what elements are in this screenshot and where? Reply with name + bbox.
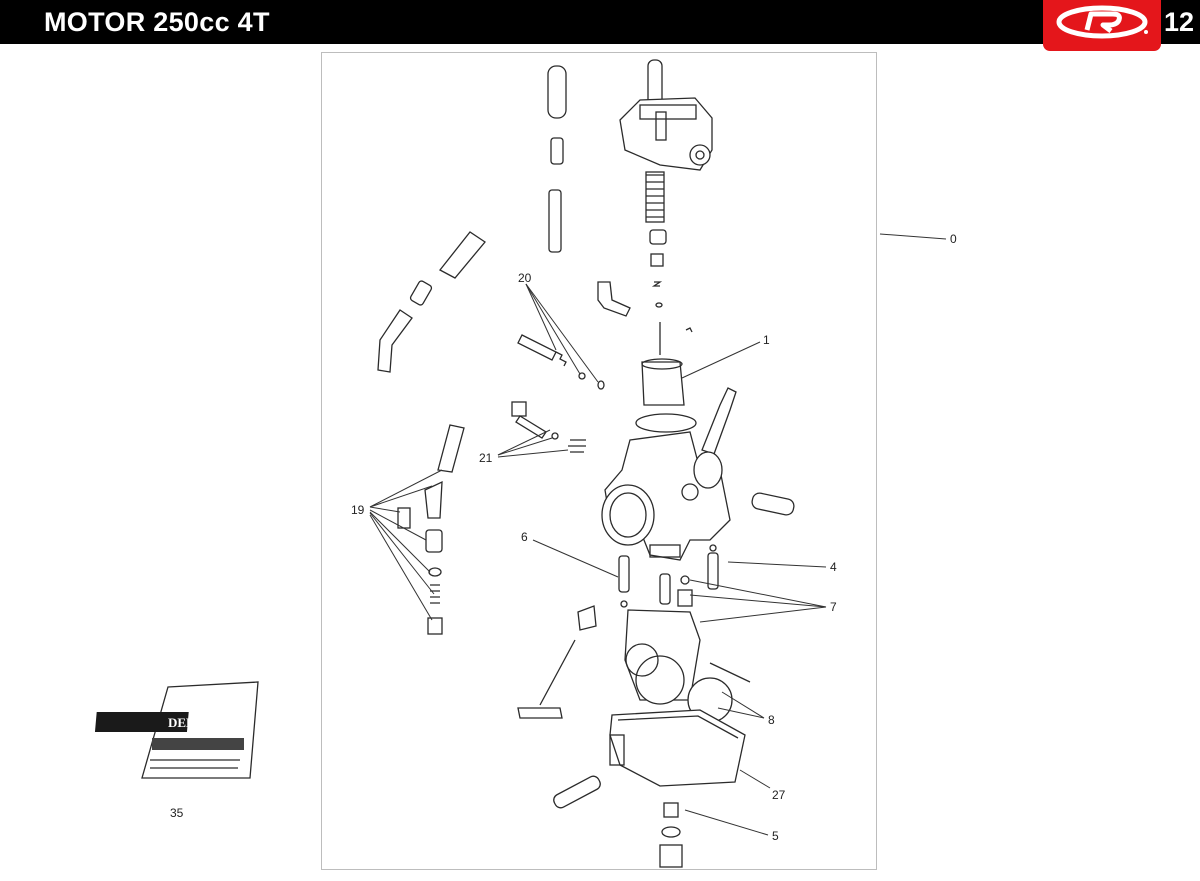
float-assembly	[624, 609, 733, 723]
page-title: MOTOR 250cc 4T	[44, 7, 270, 37]
callout-0: 0	[950, 232, 957, 246]
mixture-screw-set	[511, 401, 586, 453]
callout-27: 27	[772, 788, 786, 802]
o-ring	[635, 413, 697, 433]
leader-lines	[369, 233, 947, 836]
breather-tubes	[377, 65, 567, 373]
choke-parts	[397, 424, 465, 635]
diagram-frame	[321, 52, 877, 870]
float-bowl	[609, 709, 746, 787]
carburetor-body	[601, 431, 731, 561]
kit-brand-label: DEL LORTO	[168, 715, 244, 730]
idle-screw-set	[517, 334, 605, 390]
callout-6: 6	[521, 530, 528, 544]
throttle-cap-assembly	[619, 59, 713, 355]
callout-35: 35	[170, 806, 184, 820]
callout-19: 19	[351, 503, 365, 517]
callout-21: 21	[479, 451, 493, 465]
rieju-r-logo-icon	[1056, 5, 1148, 39]
throttle-slide	[641, 361, 685, 406]
throttle-bracket	[597, 281, 631, 317]
dellorto-kit-bag: DEL LORTO	[94, 681, 259, 779]
callout-8: 8	[768, 713, 775, 727]
header-bar: MOTOR 250cc 4T 12	[0, 0, 1200, 51]
brand-logo	[1043, 0, 1161, 51]
callout-5: 5	[772, 829, 779, 843]
callout-20: 20	[518, 271, 532, 285]
callout-labels: 0 1 4 5 6 7 8 19 20 21 27 35	[170, 232, 957, 843]
callout-4: 4	[830, 560, 837, 574]
callout-1: 1	[763, 333, 770, 347]
callout-7: 7	[830, 600, 837, 614]
page-number: 12	[1164, 7, 1195, 37]
